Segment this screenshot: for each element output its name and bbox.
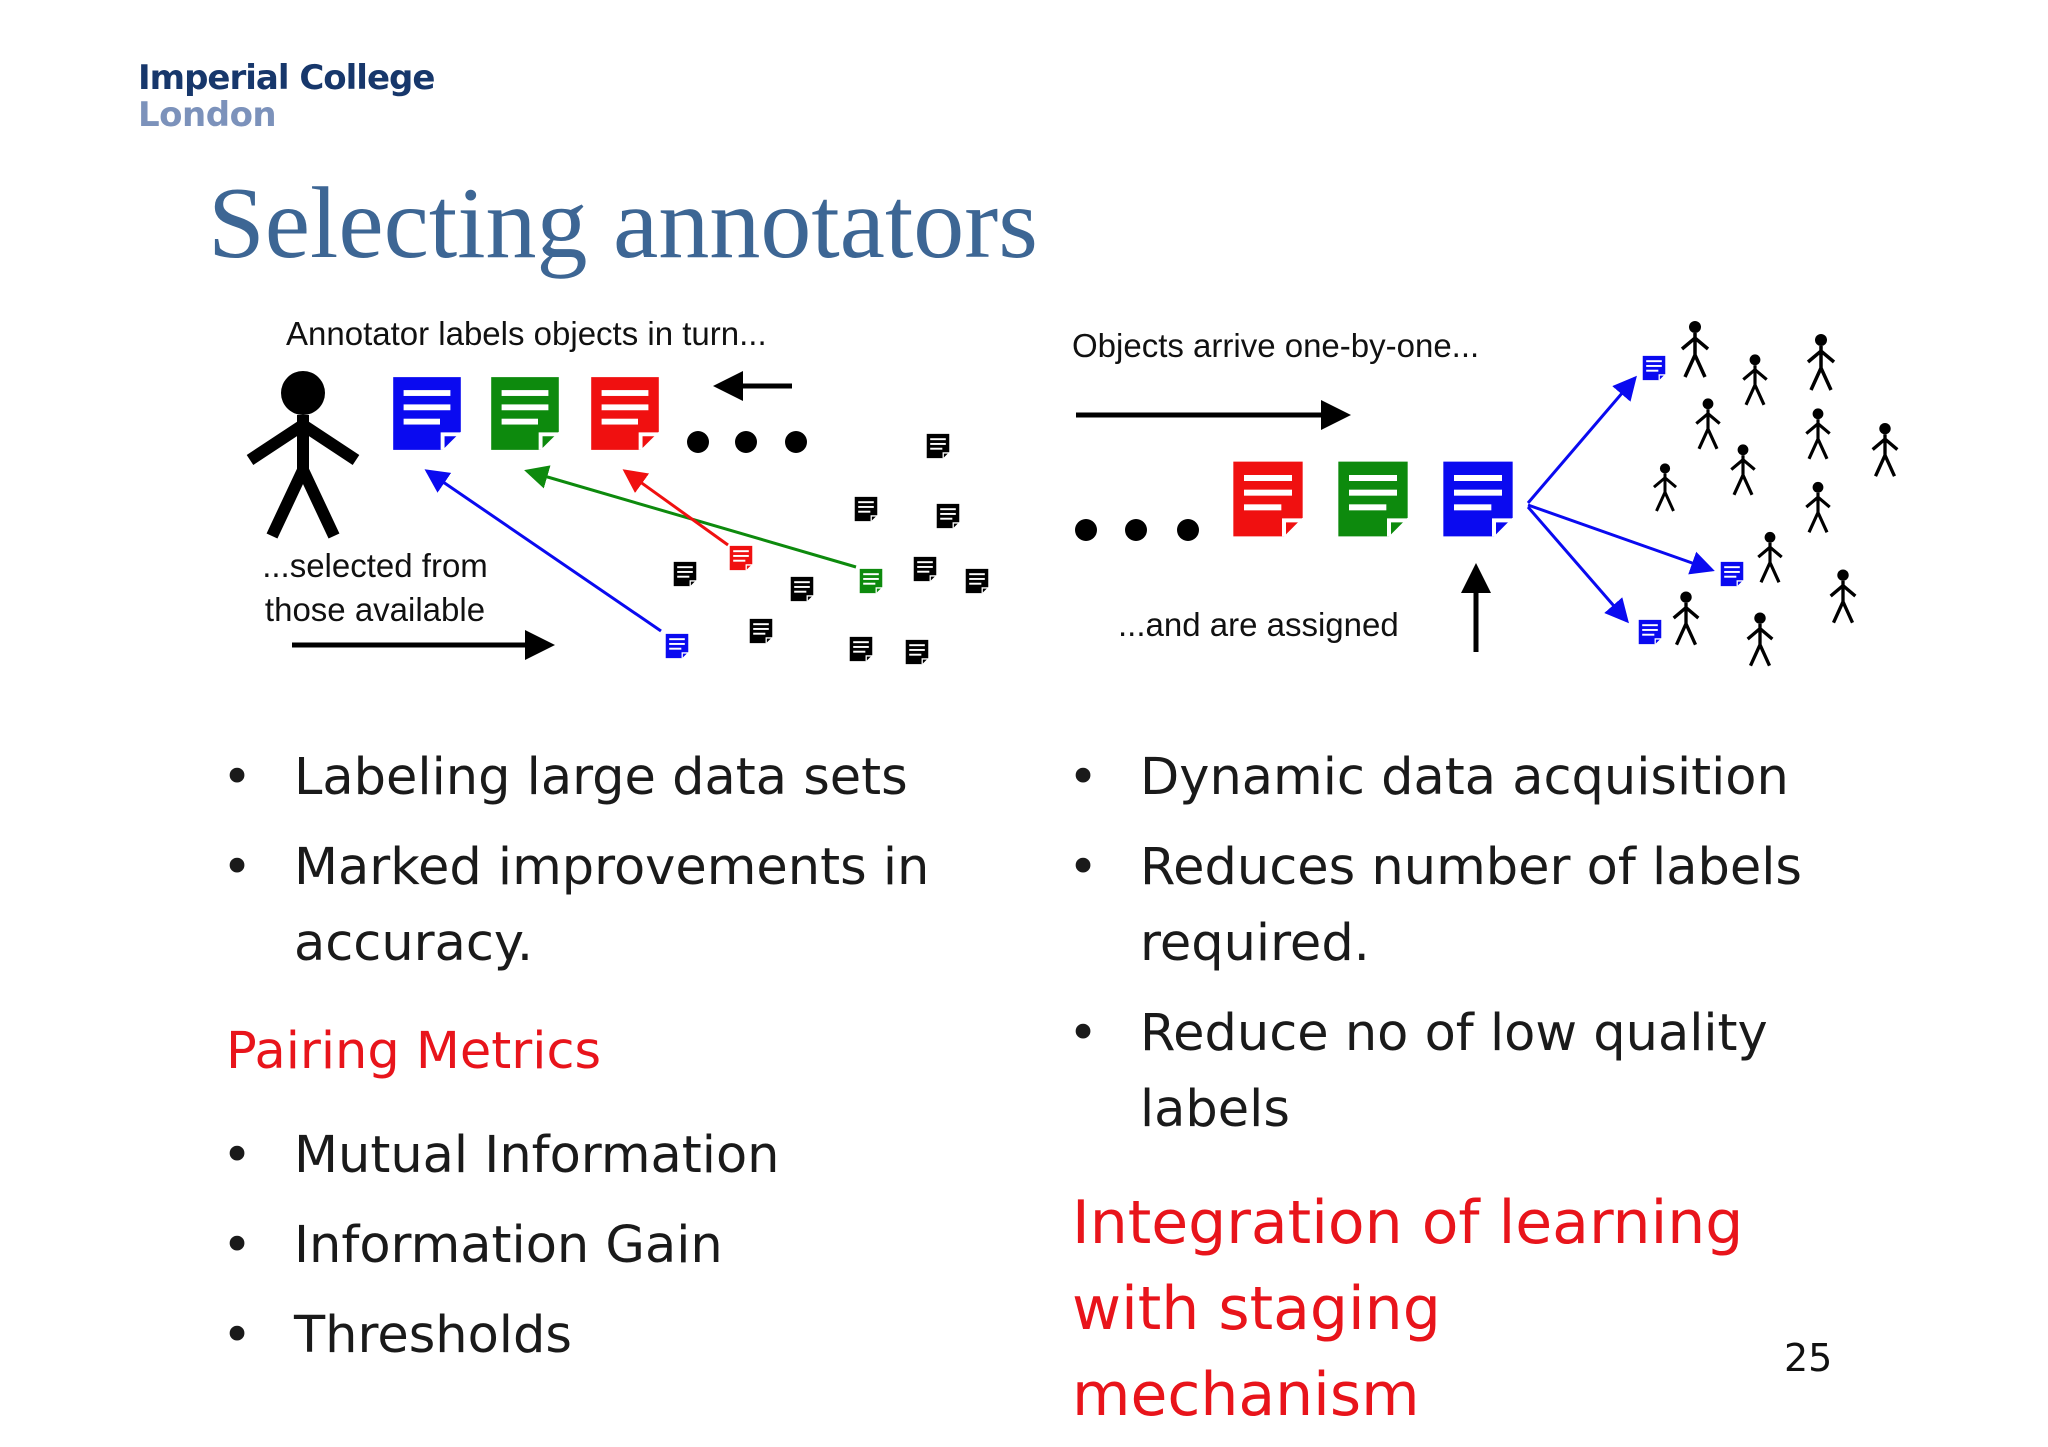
assign-arrow-bottom xyxy=(1526,506,1629,624)
pairing-metrics-heading: Pairing Metrics xyxy=(226,1022,602,1081)
right-caption-top: Objects arrive one-by-one... xyxy=(1072,327,1480,364)
left-caption-top: Annotator labels objects in turn... xyxy=(286,315,767,352)
right-bullet-list: •Dynamic data acquisition •Reduces numbe… xyxy=(1068,740,1828,1162)
list-item: •Dynamic data acquisition xyxy=(1068,748,1789,807)
list-item: •Reduce no of low quality labels xyxy=(1068,1004,1768,1139)
assign-arrow-middle xyxy=(1527,503,1715,575)
red-document-icon xyxy=(591,377,659,450)
left-bullet-list: •Labeling large data sets •Marked improv… xyxy=(222,740,982,996)
blue-selection-arrow xyxy=(424,469,662,633)
page-title: Selecting annotators xyxy=(208,167,1038,280)
list-item: •Information Gain xyxy=(222,1216,723,1275)
logo-imperial-college: Imperial College xyxy=(138,58,435,98)
integration-heading: Integration of learning with staging mec… xyxy=(1072,1188,1744,1430)
assign-arrow-top xyxy=(1526,375,1637,504)
blue-document-icon xyxy=(393,377,461,450)
available-documents xyxy=(665,433,989,665)
metric-bullet-list: •Mutual Information •Information Gain •T… xyxy=(222,1118,982,1388)
page-number: 25 xyxy=(1784,1336,1833,1380)
crowd-annotators xyxy=(1638,320,1900,668)
big-annotator-figure xyxy=(246,371,360,539)
list-item: •Reduces number of labels required. xyxy=(1068,838,1802,973)
arriving-blue-document-icon xyxy=(1443,462,1512,537)
left-caption-bottom-line2: those available xyxy=(264,591,486,628)
ellipsis-dots xyxy=(687,431,807,453)
list-item: •Marked improvements in accuracy. xyxy=(222,838,930,973)
left-caption-bottom: ...selected from those available xyxy=(250,544,500,632)
green-document-icon xyxy=(491,377,559,450)
list-item: •Mutual Information xyxy=(222,1126,780,1185)
arriving-green-document-icon xyxy=(1338,462,1407,537)
arriving-red-document-icon xyxy=(1233,462,1302,537)
red-selection-arrow xyxy=(622,469,729,547)
ellipsis-dots-right xyxy=(1075,519,1199,541)
list-item: •Thresholds xyxy=(222,1306,572,1365)
right-caption-bottom: ...and are assigned xyxy=(1118,606,1399,643)
logo-london: London xyxy=(138,95,277,135)
left-caption-bottom-line1: ...selected from xyxy=(262,547,488,584)
list-item: •Labeling large data sets xyxy=(222,748,908,807)
